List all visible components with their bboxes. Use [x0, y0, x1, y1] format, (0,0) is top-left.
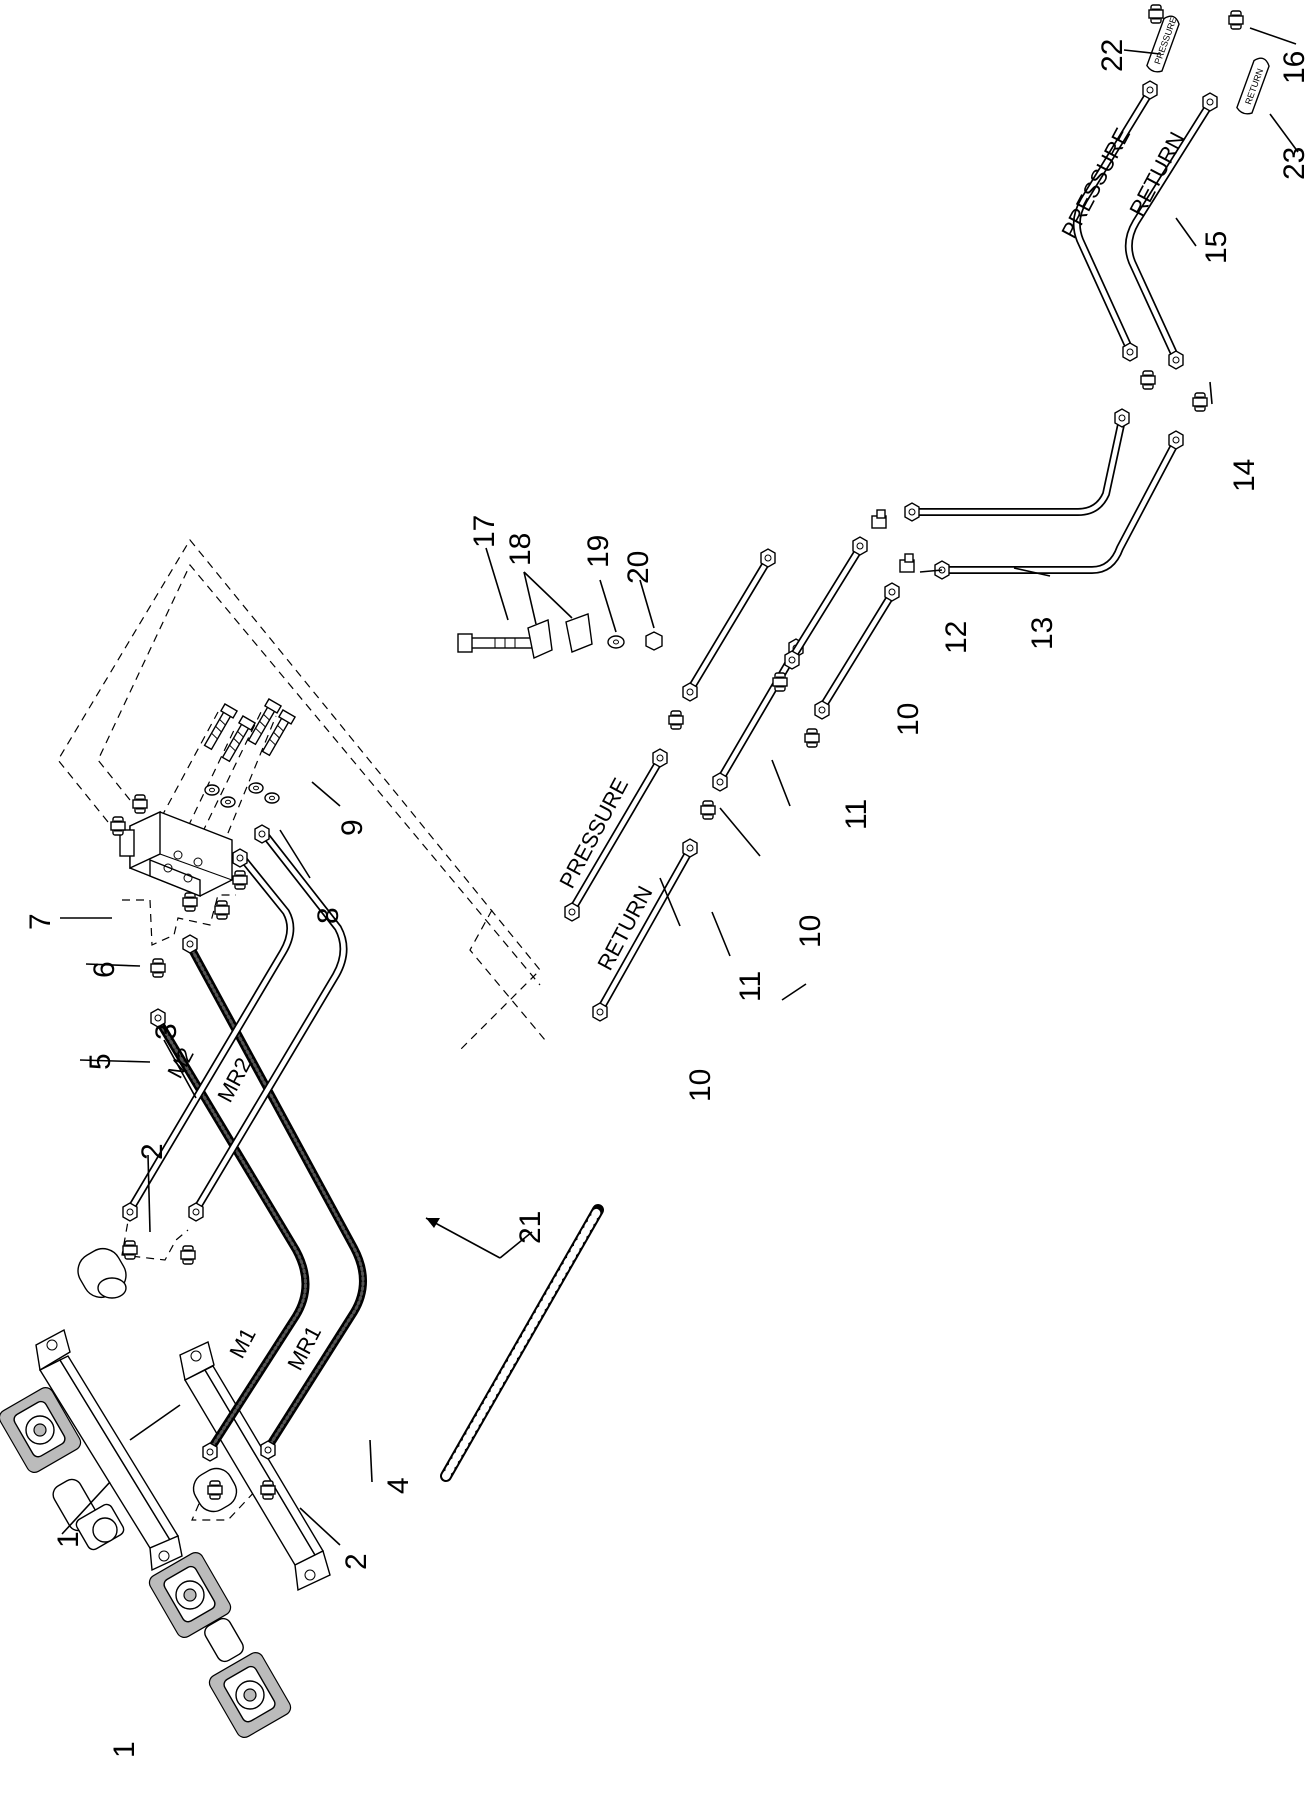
hose-pressure-mid [564, 748, 668, 922]
nut-part-20 [645, 631, 663, 651]
hose-part-15-return [1124, 92, 1218, 370]
hose-pressure-3 [784, 536, 868, 670]
label-m1: M1 [224, 1324, 260, 1363]
callout-10b: 10 [794, 915, 827, 948]
clamp-half-part-18a [527, 619, 553, 659]
callout-6: 6 [88, 961, 121, 978]
return-tag: RETURN [1236, 57, 1270, 115]
dash-motor1-fittings [191, 1477, 259, 1521]
label-pressure-top: PRESSURE [1056, 124, 1135, 243]
dash-loop-outer [57, 538, 541, 1051]
hose-m1 [150, 1008, 310, 1462]
hose-mr2 [188, 824, 348, 1222]
dash-block-bolts-2 [175, 725, 237, 853]
callout-21: 21 [514, 1211, 547, 1244]
callout-19: 19 [582, 535, 615, 568]
callout-1b: 1 [108, 1741, 141, 1758]
callout-15: 15 [1200, 231, 1233, 264]
label-return-top: RETURN [1124, 128, 1189, 221]
motor-assembly-upper [0, 1328, 183, 1572]
hose-return-mid [592, 838, 698, 1022]
bolt-part-17 [469, 637, 533, 649]
callout-8: 8 [312, 907, 345, 924]
callout-9: 9 [336, 819, 369, 836]
callout-7: 7 [24, 913, 57, 930]
hose-m2 [122, 848, 295, 1222]
hose-part-15-pressure [1072, 80, 1158, 362]
dash-motor2-fittings [121, 1209, 189, 1261]
callout-2a: 2 [136, 1143, 169, 1160]
dash-block-ports [122, 894, 236, 946]
callout-2b: 2 [340, 1553, 373, 1570]
leader-lines [60, 27, 1299, 1546]
callout-5: 5 [84, 1053, 117, 1070]
callout-11a: 11 [734, 971, 767, 1002]
coupling-upper [77, 1247, 127, 1299]
callout-13: 13 [1026, 617, 1059, 650]
callout-12: 12 [940, 621, 973, 654]
dash-loop-pressure [469, 909, 546, 1041]
clamp-hardware [457, 613, 663, 659]
callout-10c: 10 [892, 703, 925, 736]
callout-18: 18 [504, 533, 537, 566]
hose-mr1 [182, 934, 367, 1460]
fittings-part-14 [1140, 370, 1208, 412]
callout-17: 17 [468, 515, 501, 548]
callout-1a: 1 [52, 1531, 85, 1548]
hose-pressure-2 [682, 548, 776, 702]
callout-3: 3 [150, 1023, 183, 1040]
clamp-half-part-18b [565, 613, 593, 653]
callout-23: 23 [1278, 147, 1311, 180]
callout-10a: 10 [684, 1069, 717, 1102]
hose-part-13-return [934, 430, 1184, 580]
callout-14: 14 [1228, 459, 1261, 492]
callout-4: 4 [382, 1477, 415, 1494]
callout-20: 20 [622, 551, 655, 584]
callout-11b: 11 [840, 799, 873, 830]
callout-16: 16 [1278, 51, 1311, 84]
callout-numbers: 1 1 2 2 3 4 5 6 7 8 9 10 10 10 11 11 12 … [24, 39, 1311, 1758]
callout-22: 22 [1096, 39, 1129, 72]
hose-part-13-pressure [904, 408, 1130, 522]
washer-part-19 [607, 635, 625, 649]
dash-loop-inner [97, 563, 541, 986]
spiral-wrap-part-21 [440, 1204, 604, 1482]
assembly-dash-lines [57, 538, 546, 1521]
dash-block-bolts-1 [147, 711, 219, 843]
hose-return-2 [712, 638, 804, 792]
manifold-block [119, 810, 233, 898]
hose-return-3 [814, 582, 900, 720]
block-bolts-part-9 [201, 698, 296, 764]
